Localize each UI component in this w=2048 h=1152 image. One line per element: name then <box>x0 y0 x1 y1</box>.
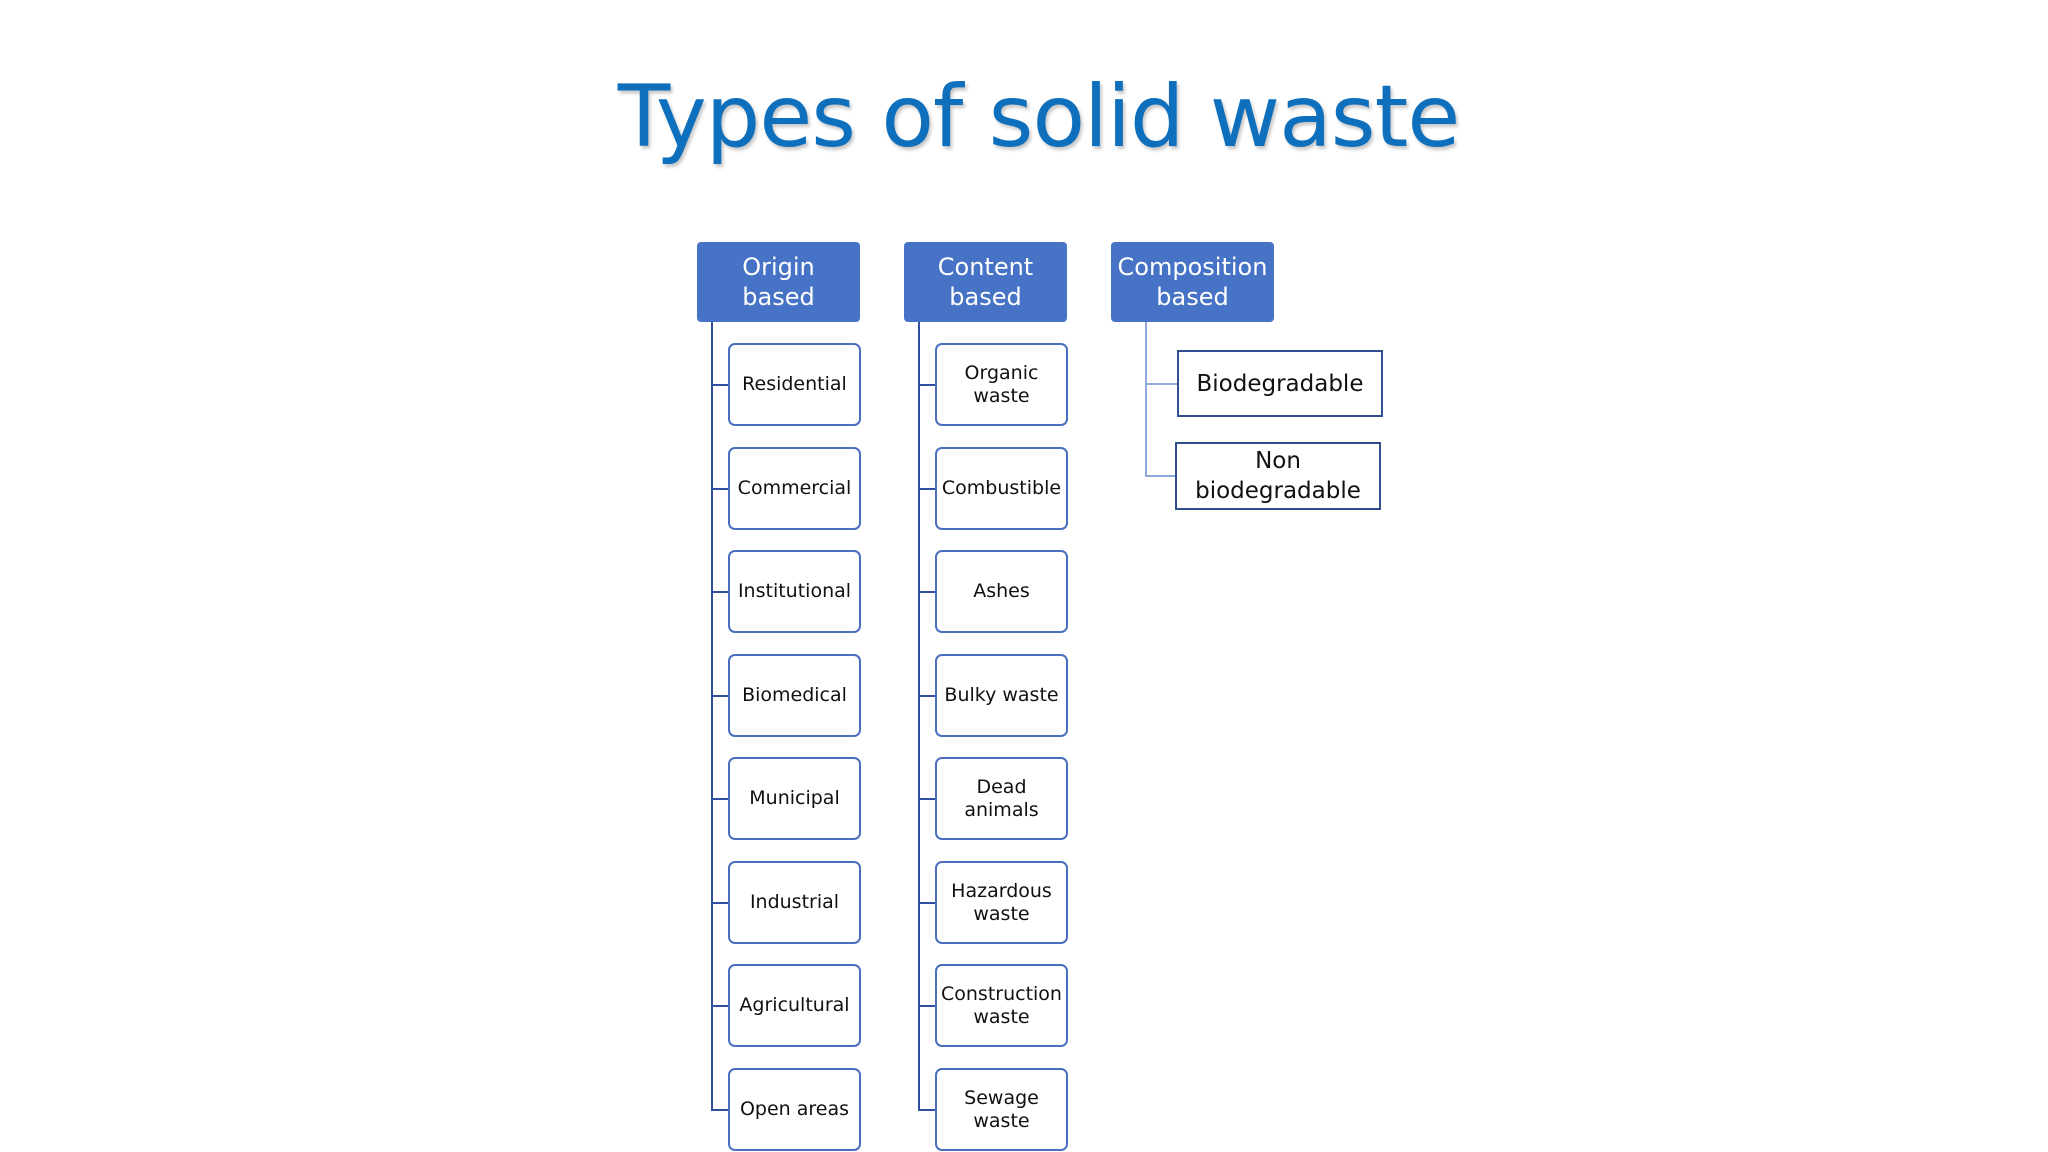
connector-tick <box>711 488 729 490</box>
connector-tick <box>711 902 729 904</box>
leaf-ashes: Ashes <box>935 550 1068 633</box>
connector-composition <box>1145 322 1147 476</box>
connector-tick <box>918 1109 936 1111</box>
connector-tick <box>918 591 936 593</box>
connector-tick <box>918 488 936 490</box>
leaf-biomedical: Biomedical <box>728 654 861 737</box>
leaf-bulky-waste: Bulky waste <box>935 654 1068 737</box>
leaf-residential: Residential <box>728 343 861 426</box>
leaf-municipal: Municipal <box>728 757 861 840</box>
connector-tick <box>1145 383 1178 385</box>
connector-tick <box>918 695 936 697</box>
header-content-based: Content based <box>904 242 1067 322</box>
page-title: Types of solid waste <box>617 67 1461 167</box>
leaf-biodegradable: Biodegradable <box>1177 350 1383 417</box>
leaf-combustible: Combustible <box>935 447 1068 530</box>
connector-tick <box>1145 475 1176 477</box>
connector-origin <box>711 322 713 1109</box>
connector-tick <box>711 591 729 593</box>
leaf-construction-waste: Construction waste <box>935 964 1068 1047</box>
connector-tick <box>711 384 729 386</box>
connector-tick <box>711 1109 729 1111</box>
connector-tick <box>918 1005 936 1007</box>
leaf-agricultural: Agricultural <box>728 964 861 1047</box>
connector-content <box>918 322 920 1109</box>
leaf-dead-animals: Dead animals <box>935 757 1068 840</box>
leaf-organic-waste: Organic waste <box>935 343 1068 426</box>
header-composition-based: Composition based <box>1111 242 1274 322</box>
connector-tick <box>918 902 936 904</box>
leaf-institutional: Institutional <box>728 550 861 633</box>
leaf-commercial: Commercial <box>728 447 861 530</box>
leaf-non-biodegradable: Non biodegradable <box>1175 442 1381 510</box>
leaf-sewage-waste: Sewage waste <box>935 1068 1068 1151</box>
leaf-hazardous-waste: Hazardous waste <box>935 861 1068 944</box>
connector-tick <box>711 695 729 697</box>
leaf-industrial: Industrial <box>728 861 861 944</box>
connector-tick <box>711 1005 729 1007</box>
leaf-open-areas: Open areas <box>728 1068 861 1151</box>
header-origin-based: Origin based <box>697 242 860 322</box>
connector-tick <box>918 798 936 800</box>
connector-tick <box>918 384 936 386</box>
connector-tick <box>711 798 729 800</box>
